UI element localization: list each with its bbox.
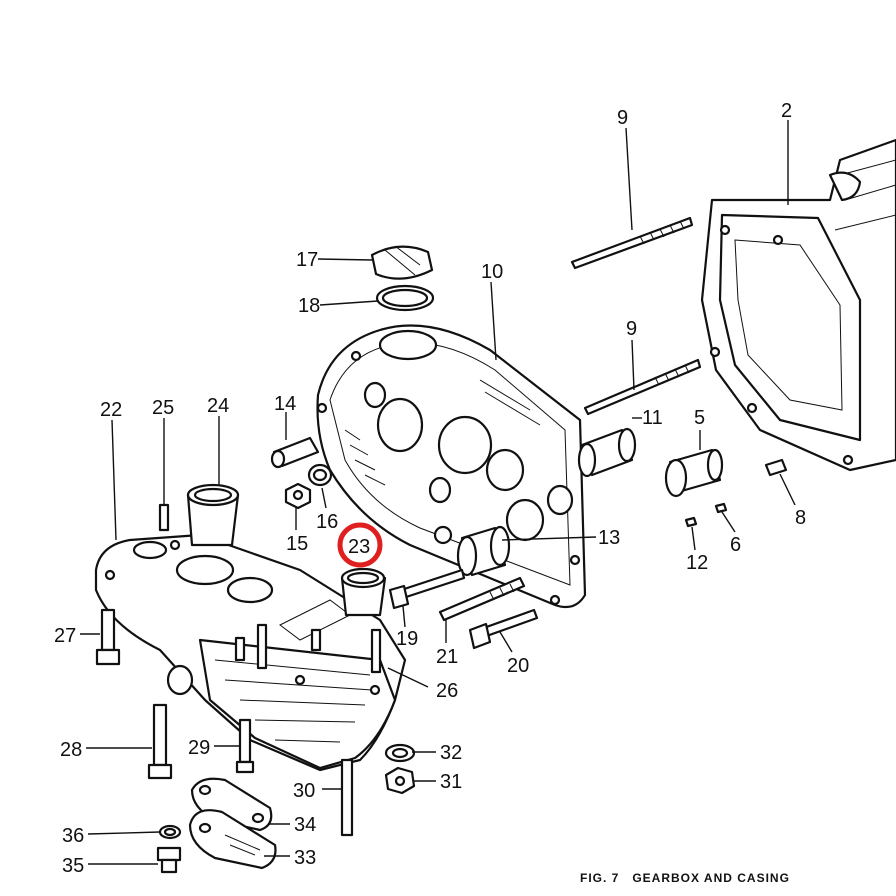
screw-part-35 (156, 846, 182, 874)
label-19: 19 (396, 628, 418, 650)
bush-part-24 (186, 483, 240, 547)
nut-part-31 (384, 766, 416, 795)
stud-part-9-lower (583, 358, 702, 416)
label-6: 6 (730, 534, 741, 556)
part-labels: 2 5 6 8 9 9 10 11 12 13 14 15 16 17 18 1… (54, 100, 806, 877)
gearbox-casing-part-2 (700, 138, 896, 472)
label-15: 15 (286, 533, 308, 555)
outer-cover-part-22 (94, 533, 407, 772)
label-24: 24 (207, 395, 229, 417)
label-26: 26 (436, 680, 458, 702)
bush-part-23 (340, 567, 387, 617)
bush-part-11 (577, 427, 637, 478)
label-9-upper: 9 (617, 107, 628, 129)
label-23-highlight-ring (337, 522, 383, 568)
label-31: 31 (440, 771, 462, 793)
label-9-lower: 9 (626, 318, 637, 340)
label-5: 5 (694, 407, 705, 429)
label-13: 13 (598, 527, 620, 549)
washer-part-32 (384, 743, 416, 763)
dowel-part-6 (714, 502, 728, 514)
filler-cap-part-17 (370, 245, 434, 280)
label-16: 16 (316, 511, 338, 533)
label-23: 23 (348, 536, 370, 558)
bolt-part-28 (147, 703, 173, 780)
bolt-part-21 (438, 576, 526, 622)
label-34: 34 (294, 814, 316, 836)
washer-part-36 (158, 824, 182, 840)
dowel-part-8 (764, 458, 788, 477)
label-25: 25 (152, 397, 174, 419)
label-29: 29 (188, 737, 210, 759)
label-35: 35 (62, 855, 84, 877)
bolt-part-20 (468, 608, 539, 650)
label-18: 18 (298, 295, 320, 317)
bush-part-13 (456, 525, 511, 577)
plug-part-14 (270, 436, 320, 469)
washer-part-16 (307, 463, 333, 487)
figure-caption: FIG. 7 GEARBOX AND CASING (580, 871, 790, 885)
label-2: 2 (781, 100, 792, 122)
dowel-part-12 (684, 516, 698, 528)
bolt-part-19 (388, 568, 466, 610)
label-20: 20 (507, 655, 529, 677)
label-27: 27 (54, 625, 76, 647)
cover-plate-part-33 (188, 809, 277, 870)
studs-part-26 (234, 623, 382, 674)
label-33: 33 (294, 847, 316, 869)
label-21: 21 (436, 646, 458, 668)
stud-part-30 (340, 758, 354, 837)
stud-part-9-upper (570, 216, 694, 270)
bush-part-5 (664, 448, 724, 498)
label-28: 28 (60, 739, 82, 761)
label-22: 22 (100, 399, 122, 421)
leader-lines (80, 120, 796, 865)
label-11: 11 (642, 407, 663, 429)
inner-cover-part-10 (316, 324, 587, 609)
washer-part-18 (375, 284, 435, 312)
label-14: 14 (274, 393, 296, 415)
label-12: 12 (686, 552, 708, 574)
label-30: 30 (293, 780, 315, 802)
label-32: 32 (440, 742, 462, 764)
nut-part-15 (284, 482, 312, 510)
pin-part-25 (158, 503, 170, 532)
label-17: 17 (296, 249, 318, 271)
stud-part-29 (235, 718, 255, 774)
label-10: 10 (481, 261, 503, 283)
label-36: 36 (62, 825, 84, 847)
label-8: 8 (795, 507, 806, 529)
bolt-part-27 (95, 608, 121, 666)
